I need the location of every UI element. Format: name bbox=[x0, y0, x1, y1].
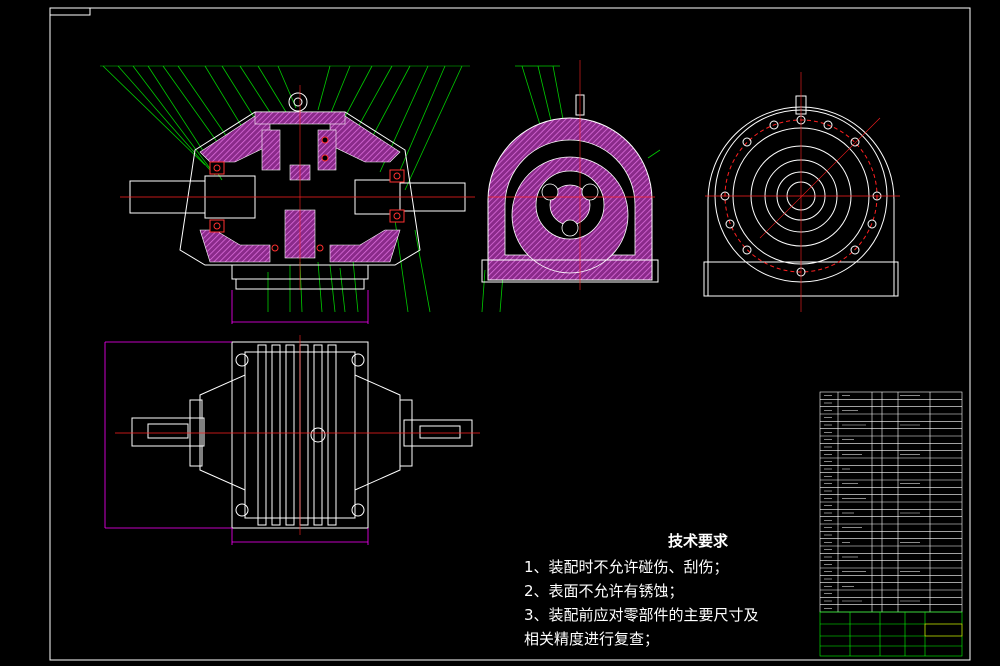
cooling-fins bbox=[257, 344, 337, 526]
requirement-item-1: 1、装配时不允许碰伤、刮伤； bbox=[524, 558, 729, 576]
dimension-front bbox=[231, 290, 369, 324]
lifting-eye bbox=[288, 92, 308, 112]
parts-list-table bbox=[819, 391, 963, 657]
technical-requirements-title: 技术要求 bbox=[668, 532, 729, 550]
end-view bbox=[703, 72, 900, 312]
bolt-holes bbox=[720, 115, 882, 277]
requirement-item-2: 2、表面不允许有锈蚀； bbox=[524, 582, 684, 600]
top-view bbox=[104, 335, 480, 545]
front-section-view bbox=[100, 65, 506, 324]
bearings bbox=[209, 136, 405, 252]
requirement-item-3-cont: 相关精度进行复查； bbox=[524, 630, 660, 648]
requirement-item-3: 3、装配前应对零部件的主要尺寸及 bbox=[524, 606, 759, 624]
drawing-frame bbox=[49, 7, 971, 661]
side-section-view bbox=[481, 60, 661, 290]
leader-lines-top bbox=[100, 65, 470, 191]
dimension-top bbox=[104, 341, 369, 545]
